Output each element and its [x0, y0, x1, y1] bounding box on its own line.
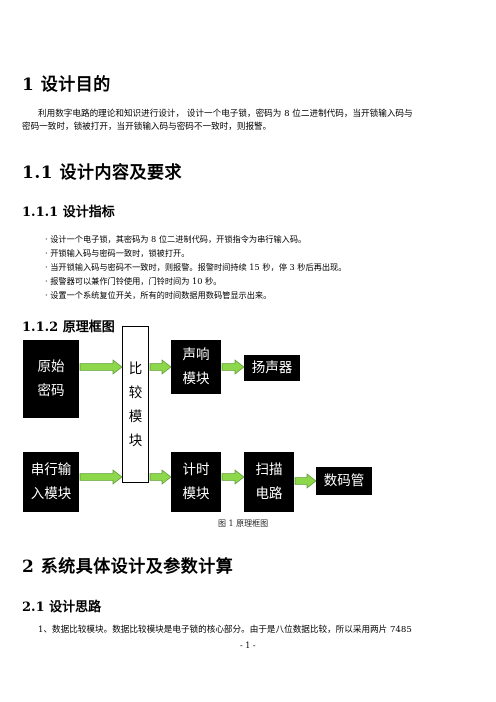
arrow-compare-to-timer [149, 469, 172, 485]
speaker-box: 扬声器 [244, 355, 300, 381]
paragraph-purpose-line1: 利用数字电路的理论和知识进行设计， 设计一个电子锁，密码为 8 位二进制代码，当… [38, 109, 413, 119]
paragraph-design-idea: 1、数据比较模块。数据比较模块是电子锁的核心部分。由于是八位数据比较，所以采用两… [38, 625, 412, 635]
digit-tube-box: 数码管 [316, 467, 372, 495]
list-item: · 当开锁输入码与密码不一致时，则报警。报警时间持续 15 秒，停 3 秒后再出… [45, 262, 347, 272]
heading-block-diagram: 1.1.2 原理框图 [22, 320, 115, 335]
list-item: · 报警器可以兼作门铃使用，门铃时间为 10 秒。 [45, 276, 222, 286]
heading-design-purpose: 1 设计目的 [22, 75, 111, 95]
list-item: · 设置一个系统复位开关，所有的时间数据用数码管显示出来。 [45, 290, 272, 300]
heading-design-indicators: 1.1.1 设计指标 [22, 205, 115, 220]
figure-caption: 图 1 原理框图 [218, 519, 269, 528]
page-number: - 1 - [240, 641, 256, 650]
original-password-box: 原始 密码 [23, 340, 79, 418]
paragraph-purpose-line2: 密码一致时，锁被打开，当开锁输入码与密码不一致时，则报警。 [22, 122, 272, 132]
list-item: · 设计一个电子锁，其密码为 8 位二进制代码，开锁指令为串行输入码。 [45, 234, 307, 244]
arrow-serial-to-compare [79, 469, 123, 485]
heading-system-design: 2 系统具体设计及参数计算 [22, 557, 234, 577]
arrow-timer-to-scan [221, 469, 245, 485]
heading-design-idea: 2.1 设计思路 [22, 600, 102, 615]
arrow-password-to-compare [79, 359, 123, 375]
heading-design-content: 1.1 设计内容及要求 [22, 163, 182, 183]
compare-module-box: 比 较 模 块 [122, 326, 149, 483]
arrow-scan-to-tube [294, 473, 317, 489]
scan-circuit-box: 扫描 电路 [244, 452, 294, 512]
timer-module-box: 计时 模块 [171, 452, 221, 512]
list-item: · 开锁输入码与密码一致时，锁被打开。 [45, 248, 190, 258]
serial-input-box: 串行输 入模块 [23, 452, 79, 512]
arrow-compare-to-sound [149, 359, 172, 375]
sound-module-box: 声响 模块 [171, 340, 221, 394]
arrow-sound-to-speaker [221, 359, 245, 375]
